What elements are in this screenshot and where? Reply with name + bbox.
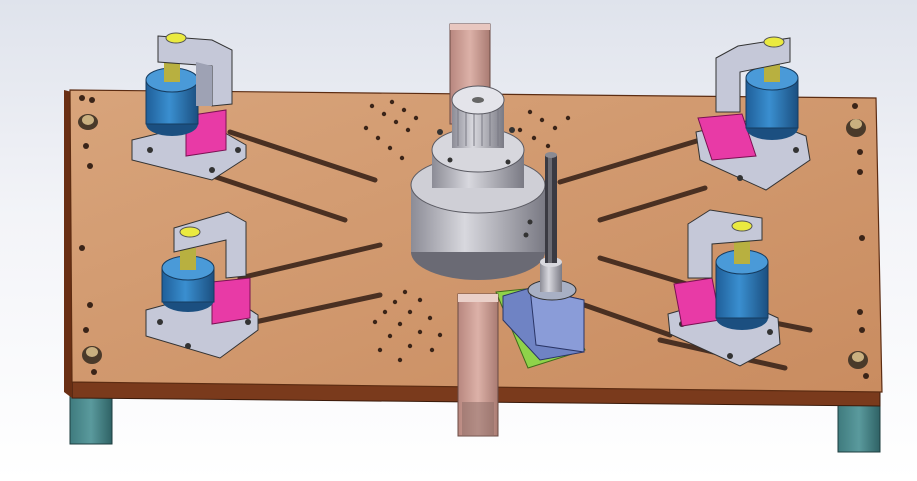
bushing <box>82 346 102 364</box>
slot <box>237 242 383 281</box>
bushing <box>78 114 98 130</box>
edge-bushings <box>78 95 869 379</box>
center-workpiece[interactable] <box>410 85 546 280</box>
slot <box>252 292 383 325</box>
swing-clamp-bottom-left[interactable] <box>145 211 259 359</box>
bushing <box>846 119 866 137</box>
clamp-pad <box>673 277 721 327</box>
clamp-arm <box>157 35 233 107</box>
swing-clamp-top-right[interactable] <box>695 36 811 191</box>
slot <box>227 129 378 183</box>
front-guide-bar <box>457 293 499 437</box>
slot <box>597 255 693 288</box>
clamp-pad <box>211 277 251 325</box>
locating-holes <box>363 99 583 363</box>
swing-clamp-bottom-right[interactable] <box>667 209 781 367</box>
bushing <box>848 351 868 369</box>
swing-clamp-top-left[interactable] <box>131 32 247 181</box>
slot <box>597 185 708 223</box>
slot <box>207 172 348 223</box>
slot <box>557 137 703 185</box>
clamp-pad <box>697 113 757 161</box>
clamp-arm <box>715 37 791 113</box>
pin-locator[interactable] <box>495 152 586 369</box>
slot <box>567 297 673 338</box>
